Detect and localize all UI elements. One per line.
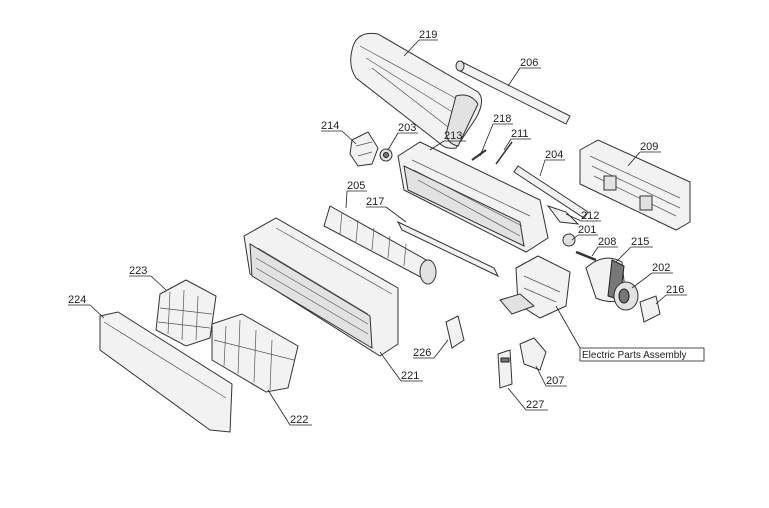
electric-parts-assembly-label: Electric Parts Assembly [579, 347, 705, 362]
callout-212: 212 [581, 210, 599, 222]
part-216-cover [639, 295, 661, 323]
part-204-rod [513, 165, 589, 219]
part-213-chassis [397, 141, 549, 253]
leader-lines [68, 39, 687, 426]
part-212-clip [546, 205, 580, 225]
callout-206: 206 [520, 57, 538, 69]
part-201-motor [562, 233, 576, 247]
callout-208: 208 [598, 236, 616, 248]
callout-202: 202 [652, 262, 670, 274]
callout-217: 217 [366, 196, 384, 208]
callout-213: 213 [444, 130, 462, 142]
part-electric-box [499, 255, 571, 319]
part-218-pin [471, 149, 487, 161]
callout-205: 205 [347, 180, 365, 192]
callout-218: 218 [493, 113, 511, 125]
part-224-front-panel [99, 311, 233, 433]
callout-209: 209 [640, 141, 658, 153]
callout-labels: 219 206 214 203 213 218 211 204 209 205 … [68, 29, 684, 426]
part-205-blower-wheel [323, 205, 437, 285]
part-203-knob [379, 148, 393, 162]
callout-219: 219 [419, 29, 437, 41]
callout-203: 203 [398, 122, 416, 134]
callout-224: 224 [68, 294, 86, 306]
callout-204: 204 [545, 149, 563, 161]
electric-parts-assembly-text: Electric Parts Assembly [582, 350, 686, 361]
part-226-remote-holder [445, 315, 465, 349]
callout-221: 221 [401, 370, 419, 382]
part-223-filter [155, 279, 217, 347]
callout-211: 211 [511, 128, 529, 140]
part-202-motor [613, 281, 639, 311]
callout-226: 226 [413, 347, 431, 359]
part-211-rod [495, 141, 513, 165]
part-214-bracket [349, 131, 379, 167]
part-222-filter [211, 313, 299, 393]
part-227-remote [497, 349, 513, 389]
callout-201: 201 [578, 224, 596, 236]
callout-215: 215 [631, 236, 649, 248]
part-217-louver [396, 220, 500, 278]
part-208-wire [575, 250, 597, 262]
callout-214: 214 [321, 120, 339, 132]
part-219-front-grille [350, 32, 482, 149]
callout-227: 227 [526, 399, 544, 411]
callout-223: 223 [129, 265, 147, 277]
part-221-indoor-unit [243, 217, 399, 357]
part-207-board [519, 337, 547, 371]
callout-207: 207 [546, 375, 564, 387]
part-209-mounting-plate [579, 139, 691, 231]
callout-216: 216 [666, 284, 684, 296]
part-206-tube [455, 60, 571, 125]
callout-222: 222 [290, 414, 308, 426]
